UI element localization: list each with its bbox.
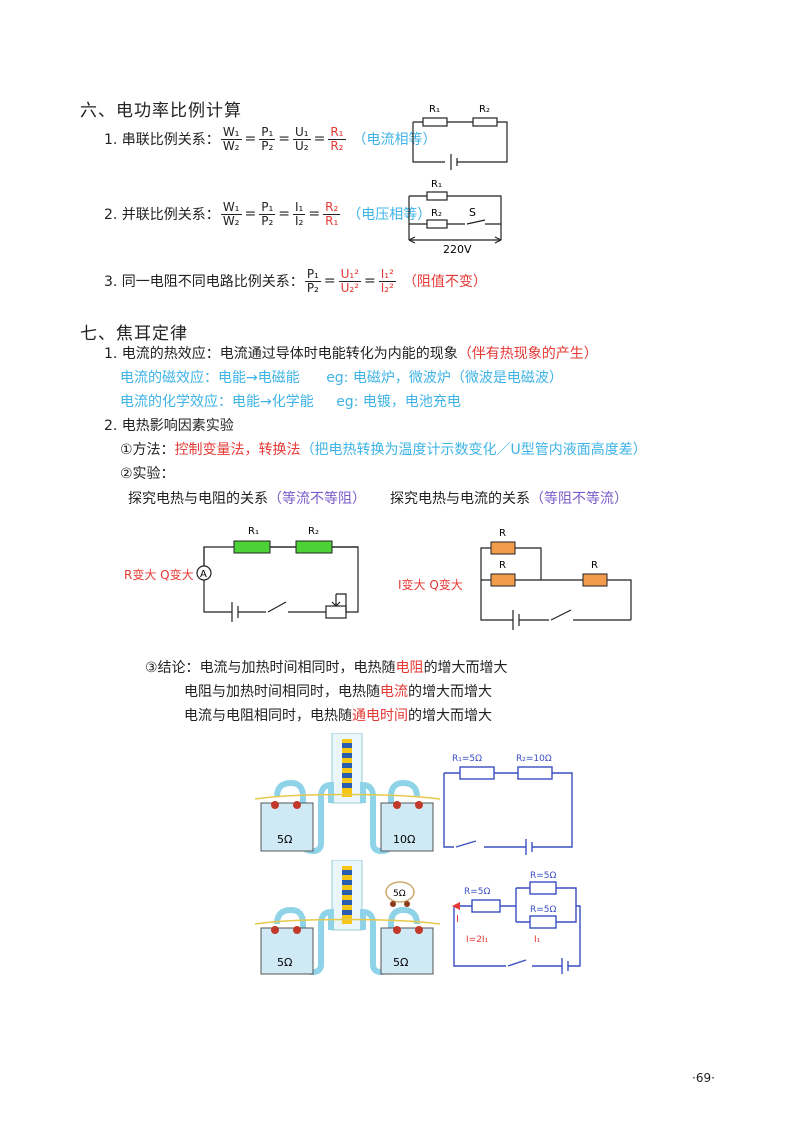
explore-current-line: 探究电热与电流的关系（等阻不等流） xyxy=(390,488,628,508)
current-experiment-circuit: R R R xyxy=(480,528,632,630)
conclusion-highlight-current: 电流 xyxy=(380,684,408,700)
left-circuit-note: R变大 Q变大 xyxy=(124,568,194,582)
resistor-r-top xyxy=(490,541,516,555)
blue2-relation-label: I=2I₁ xyxy=(466,935,489,945)
explore-current-text: 探究电热与电流的关系 xyxy=(390,491,530,507)
conclusion-label: ③结论： xyxy=(145,660,200,676)
blue-parallel-circuit: R=5Ω R=5Ω R=5Ω I I₁ I=2I₁ xyxy=(452,871,581,974)
blue2-rb-label: R=5Ω xyxy=(530,905,557,915)
conclusion-highlight-time: 通电时间 xyxy=(352,708,408,724)
chemical-effect-example: eg: 电镀，电池充电 xyxy=(336,394,461,410)
apparatus2-left-label: 5Ω xyxy=(277,956,292,969)
series-circuit-diagram: R₁ R₂ xyxy=(412,104,508,170)
apparatus1-right-label: 10Ω xyxy=(393,833,415,846)
apparatus-5ohm-10ohm: 5Ω 10Ω xyxy=(255,733,440,855)
series-ratio-label: 1. 串联比例关系： xyxy=(104,132,220,149)
left-circuit-r1-label: R₁ xyxy=(248,526,259,537)
blue1-r1-label: R₁=5Ω xyxy=(452,754,482,764)
heat-effect-line: 1. 电流的热效应：电流通过导体时电能转化为内能的现象（伴有热现象的产生） xyxy=(104,343,598,363)
apparatus-5ohm-5ohm: 5Ω 5Ω 5Ω xyxy=(255,860,440,975)
explore-resistance-note: （等流不等阻） xyxy=(268,491,366,507)
circuit2-r1-label: R₁ xyxy=(431,179,442,190)
blue-series-circuit: R₁=5Ω R₂=10Ω xyxy=(443,754,573,855)
heat-factors-heading: 2. 电热影响因素实验 xyxy=(104,418,234,434)
circuit1-r1-label: R₁ xyxy=(429,104,440,115)
resistance-experiment-circuit: A R₁ R₂ xyxy=(196,526,359,622)
apparatus1-left-label: 5Ω xyxy=(277,833,292,846)
heat-effect-text: 1. 电流的热效应：电流通过导体时电能转化为内能的现象 xyxy=(104,346,458,362)
right-circuit-r-right-label: R xyxy=(591,560,598,571)
heat-effect-note: （伴有热现象的产生） xyxy=(457,346,598,362)
circuit2-voltage-label: 220V xyxy=(443,243,472,256)
conclusion-highlight-resistance: 电阻 xyxy=(395,660,424,676)
parallel-note: （电压相等） xyxy=(347,207,432,224)
external-resistor-coil xyxy=(385,881,415,903)
conclusion-line-2: 电阻与加热时间相同时，电热随电流的增大而增大 xyxy=(184,684,492,700)
explore-resistance-line: 探究电热与电阻的关系（等流不等阻） xyxy=(128,488,366,508)
conclusion-line-1: ③结论：电流与加热时间相同时，电热随电阻的增大而增大 xyxy=(145,660,508,676)
magnetic-effect-example: eg: 电磁炉，微波炉（微波是电磁波） xyxy=(326,370,563,386)
conclusion-line-3: 电流与电阻相同时，电热随通电时间的增大而增大 xyxy=(184,708,492,724)
blue2-r-label: R=5Ω xyxy=(464,887,491,897)
magnetic-effect-line: 电流的磁效应：电能→电磁能 eg: 电磁炉，微波炉（微波是电磁波） xyxy=(120,367,563,387)
apparatus2-top-label: 5Ω xyxy=(393,889,406,899)
section7-title: 七、焦耳定律 xyxy=(80,324,188,344)
circuit2-switch-label: S xyxy=(469,206,476,219)
resistor-r-middle xyxy=(490,573,516,587)
parallel-circuit-diagram: R₁ R₂ S 220V xyxy=(408,179,502,256)
right-circuit-note: I变大 Q变大 xyxy=(398,578,463,592)
blue1-r2-label: R₂=10Ω xyxy=(516,754,552,764)
resistor-r2 xyxy=(295,540,333,554)
beaker-left xyxy=(260,927,314,975)
parallel-ratio-label: 2. 并联比例关系： xyxy=(104,207,220,224)
beaker-right xyxy=(380,927,434,975)
explore-current-note: （等阻不等流） xyxy=(530,491,628,507)
page-number: ·69· xyxy=(692,1071,715,1085)
apparatus2-right-label: 5Ω xyxy=(393,956,408,969)
same-resistor-label: 3. 同一电阻不同电路比例关系： xyxy=(104,274,304,291)
experiment-label: ②实验： xyxy=(120,466,175,482)
blue2-i1-label: I₁ xyxy=(534,935,541,945)
method-name: 控制变量法，转换法 xyxy=(174,442,301,458)
right-circuit-r-middle-label: R xyxy=(499,560,506,571)
left-circuit-r2-label: R₂ xyxy=(308,526,319,537)
ammeter-label: A xyxy=(200,569,207,580)
resistor-r-right xyxy=(582,573,608,587)
chemical-effect-line: 电流的化学效应：电能→化学能 eg: 电镀，电池充电 xyxy=(120,391,461,411)
method-line: ①方法：控制变量法，转换法（把电热转换为温度计示数变化／U型管内液面高度差） xyxy=(120,439,647,459)
magnetic-effect-text: 电流的磁效应：电能→电磁能 xyxy=(120,370,300,386)
explore-resistance-text: 探究电热与电阻的关系 xyxy=(128,491,268,507)
resistor-r1 xyxy=(233,540,271,554)
chemical-effect-text: 电流的化学效应：电能→化学能 xyxy=(120,394,314,410)
beaker-left xyxy=(260,802,314,852)
method-label: ①方法： xyxy=(120,442,175,458)
ammeter-icon xyxy=(196,565,212,581)
blue2-i-label: I xyxy=(456,914,459,925)
series-note: （电流相等） xyxy=(352,132,437,149)
method-detail: （把电热转换为温度计示数变化／U型管内液面高度差） xyxy=(300,442,647,458)
circuit1-r2-label: R₂ xyxy=(479,104,490,115)
right-circuit-r-top-label: R xyxy=(499,528,506,539)
blue2-ra-label: R=5Ω xyxy=(530,871,557,881)
same-resistor-note: （阻值不变） xyxy=(402,274,487,291)
section6-title: 六、电功率比例计算 xyxy=(80,101,242,121)
beaker-right xyxy=(380,802,434,852)
circuit2-r2-label: R₂ xyxy=(431,208,442,219)
